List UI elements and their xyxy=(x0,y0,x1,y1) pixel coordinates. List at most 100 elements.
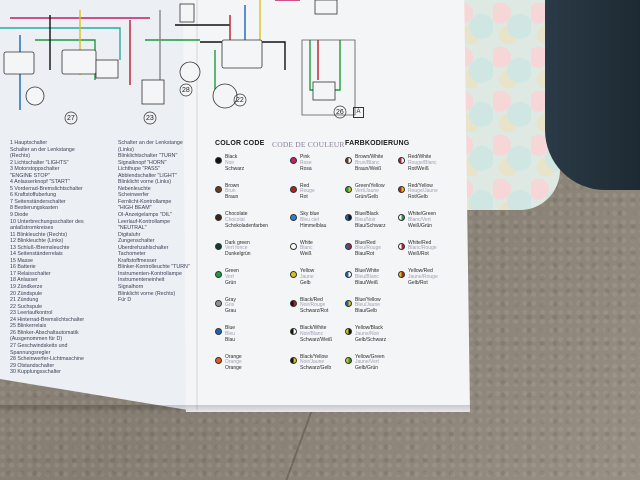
color-name-fr: Rose xyxy=(300,159,312,166)
color-dot xyxy=(345,185,352,193)
legend-entry: 25 Blinkerrelais xyxy=(10,323,47,330)
color-name-en: Black/Yellow xyxy=(300,353,328,360)
wiring-diagram: 27 28 22 26 23 xyxy=(0,0,356,125)
color-dot xyxy=(290,242,297,250)
legend-entry: Instrumenten-Kontrollampe xyxy=(118,270,182,277)
color-dot xyxy=(398,242,405,250)
legend-entry: Für D xyxy=(118,297,132,304)
color-code-title-fr: CODE DE COULEUR xyxy=(272,140,345,149)
color-name-de: Weiß xyxy=(300,251,312,258)
color-dot xyxy=(345,242,352,250)
color-name-fr: Rouge/Blanc xyxy=(408,159,437,166)
color-name-en: Orange xyxy=(225,353,242,360)
legend-entry: 30 Kupplungsschalter xyxy=(10,369,61,376)
color-name-de: Rot/Weiß xyxy=(408,165,429,172)
legend-entry: 27 Geschwindskeits und xyxy=(10,342,68,349)
color-name-en: Blue/Yellow xyxy=(355,296,381,303)
legend-entry: Blinklicht vorne (Links) xyxy=(118,179,171,186)
legend-entry: Leerlauf-Kontrollampe xyxy=(118,218,171,225)
component-legend-right: Schalter an der Lenkstange(Links) Blinkli… xyxy=(118,140,203,304)
color-name-de: Braun/Weiß xyxy=(355,165,382,172)
legend-entry: 29 Ölstandschalter xyxy=(10,362,55,369)
legend-entry: Kraftstoffmesser xyxy=(118,257,157,264)
color-name-en: Blue/Black xyxy=(355,211,379,217)
legend-entry: Zungenschalter xyxy=(118,238,155,245)
legend-entry: 5 Vorderrad-Bremslichtschalter xyxy=(10,185,83,192)
color-name-de: Gelb/Rot xyxy=(408,279,428,286)
color-name-en: White/Red xyxy=(408,239,432,246)
color-name-fr: Gris xyxy=(225,302,235,309)
color-name-de: Schokoladenfarben xyxy=(225,222,269,229)
color-name-en: Pink xyxy=(300,154,310,160)
legend-entry: 26 Blinker-Abschaltautomatik xyxy=(10,329,79,336)
color-dot xyxy=(215,242,222,250)
color-name-fr: Rouge/Jaune xyxy=(408,188,438,195)
color-name-en: Yellow/Green xyxy=(355,353,385,360)
legend-entry: "NEUTRAL" xyxy=(118,225,147,232)
legend-entry: Überdrehzahlschalter xyxy=(118,244,169,251)
legend-entry: Instrumenteneinheit xyxy=(118,277,165,284)
color-dot xyxy=(215,299,222,307)
color-name-en: Brown xyxy=(225,182,240,189)
color-name-en: Black/Red xyxy=(300,296,323,303)
color-dot xyxy=(290,299,297,307)
wiring-diagram-right-panel xyxy=(183,0,470,412)
color-name-de: Gelb xyxy=(300,279,311,286)
legend-entry: 13 Schluß-/Bremsleuchte xyxy=(10,244,70,251)
patterned-cloth xyxy=(455,0,560,210)
color-dot xyxy=(215,356,222,364)
color-name-fr: Bleu xyxy=(225,330,236,337)
legend-entry: 3 Motorstoppschalter xyxy=(10,166,60,173)
color-name-de: Blau/Weiß xyxy=(355,279,378,286)
legend-entry: 8 Bestierungskasten xyxy=(10,205,58,212)
color-name-fr: Blanc/Rouge xyxy=(408,245,437,252)
color-name-de: Grau xyxy=(225,308,237,315)
color-name-fr: Jaune xyxy=(300,273,314,280)
legend-entry: 17 Relaisschalter xyxy=(10,270,51,277)
color-dot xyxy=(290,271,297,278)
color-name-en: Yellow/Black xyxy=(355,325,383,331)
color-name-en: Red/Yellow xyxy=(408,182,433,189)
color-name-fr: Bleu/Blanc xyxy=(355,273,379,280)
legend-entry: Schalter an der Lenkstange xyxy=(118,140,183,146)
color-name-fr: Vert fonce xyxy=(225,245,248,252)
component-legend-left: 1 Hauptschalter Schalter an der Lenkstan… xyxy=(10,140,190,376)
color-name-en: Blue/White xyxy=(355,268,380,274)
paper-shadow xyxy=(0,405,470,415)
color-name-de: Blau xyxy=(225,336,236,343)
color-code-title-de: FARBKODIERUNG xyxy=(345,140,410,147)
color-name-fr: Bleu/Noir xyxy=(355,216,376,223)
color-name-en: Sky blue xyxy=(300,211,320,217)
legend-entry: 11 Blinkleuchte (Rechts) xyxy=(10,231,68,238)
color-name-de: Grün xyxy=(225,279,237,286)
color-name-fr: Jaune/Noir xyxy=(355,330,380,337)
color-name-de: Rosa xyxy=(300,165,312,172)
legend-entry: 12 Blinkleuchte (Links) xyxy=(10,238,64,245)
color-name-de: Rot/Gelb xyxy=(408,194,428,201)
legend-entry: 16 Batterie xyxy=(10,264,36,271)
color-name-en: Blue xyxy=(225,325,236,331)
color-dot xyxy=(345,299,352,307)
color-name-fr: Blanc xyxy=(300,245,313,252)
legend-entry: (Links) xyxy=(118,146,134,153)
color-name-en: White/Green xyxy=(408,211,437,217)
color-name-de: Gelb/Grün xyxy=(355,365,379,372)
color-name-fr: Brun/Blanc xyxy=(355,159,380,166)
legend-entry: 14 Seitenständerrelais xyxy=(10,251,63,258)
color-name-fr: Vert xyxy=(225,273,234,280)
legend-entry: 21 Zündung xyxy=(10,297,39,304)
color-name-de: Blau/Schwarz xyxy=(355,222,386,229)
color-dot xyxy=(290,185,297,193)
color-name-de: Weiß/Rot xyxy=(408,251,429,258)
